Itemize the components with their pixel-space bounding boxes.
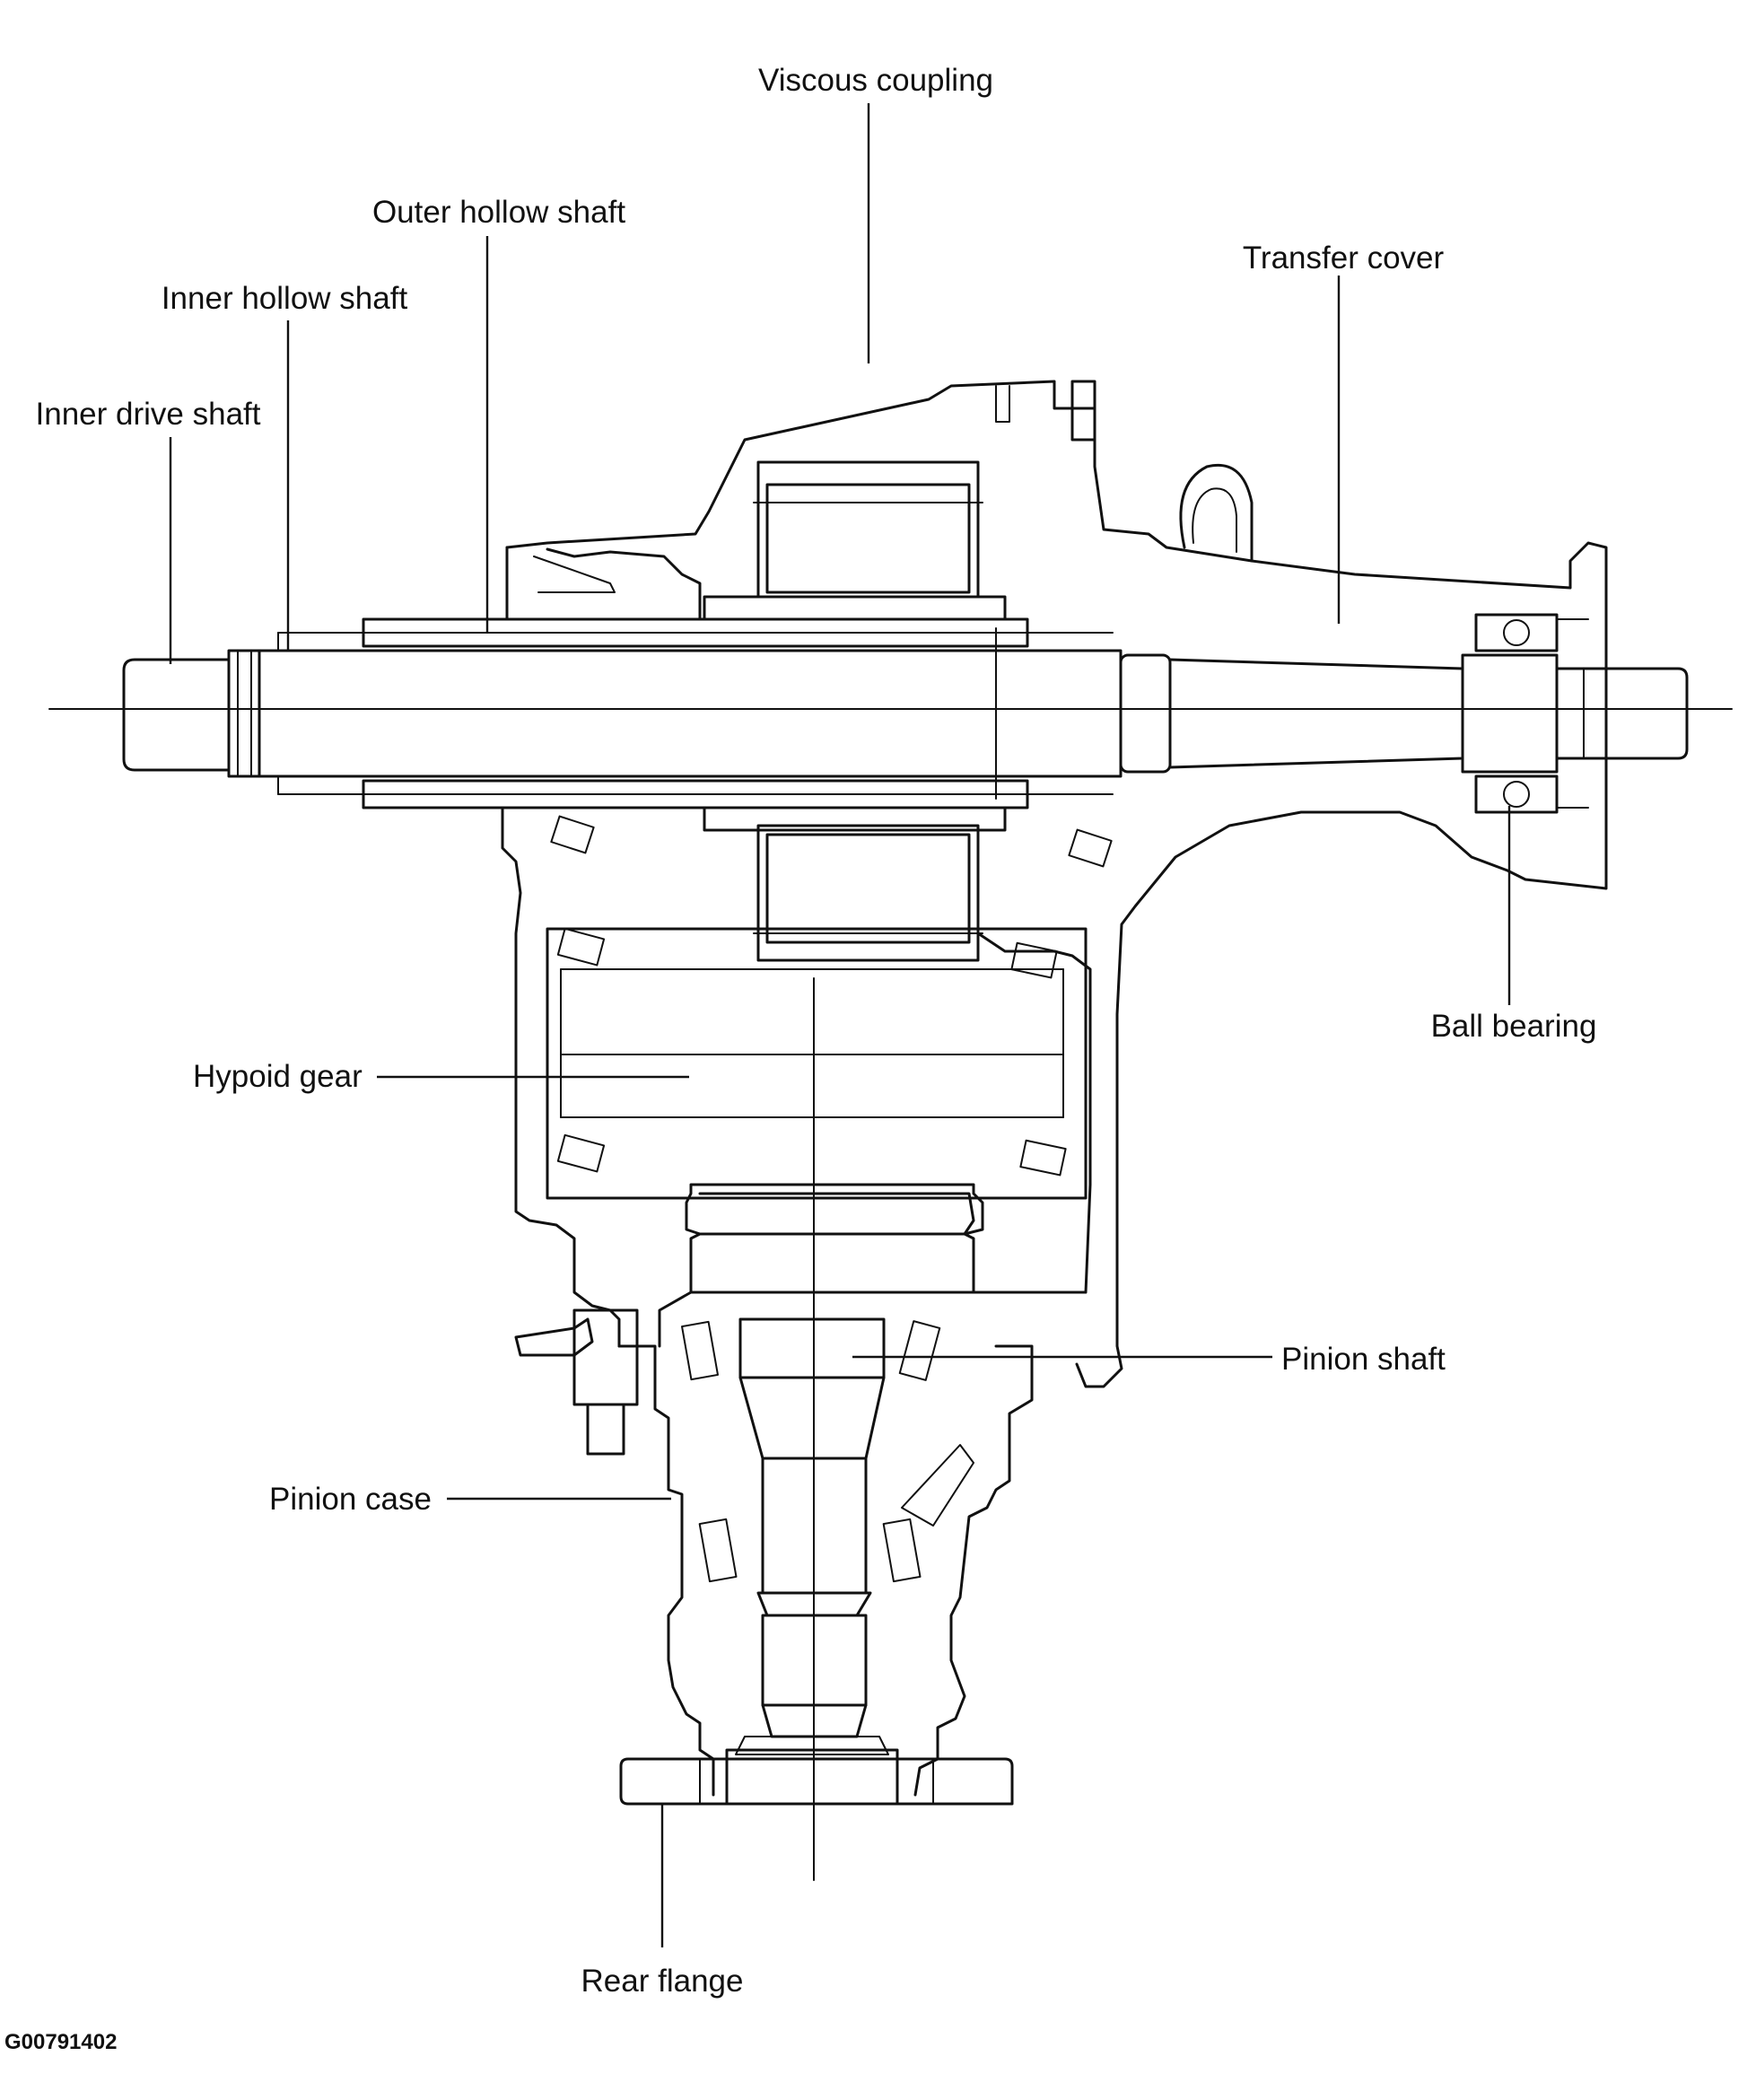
rear-flange-part (619, 1736, 1014, 1806)
label-hypoid-gear: Hypoid gear (193, 1059, 363, 1094)
label-pinion-case: Pinion case (269, 1482, 432, 1517)
label-ball-bearing: Ball bearing (1430, 1009, 1597, 1044)
left-upper-housing (505, 546, 702, 621)
output-shaft-right (1168, 653, 1689, 774)
figure-id: G00791402 (4, 2030, 118, 2054)
label-inner-drive-shaft: Inner drive shaft (35, 397, 261, 432)
inner-drive-shaft-part (122, 649, 261, 778)
label-pinion-shaft: Pinion shaft (1281, 1342, 1446, 1377)
label-viscous-coupling: Viscous coupling (757, 63, 994, 98)
label-outer-hollow-shaft: Outer hollow shaft (371, 195, 626, 230)
ball-bearing-part (1474, 613, 1589, 814)
pinion-case-part (514, 1308, 1034, 1797)
label-transfer-cover: Transfer cover (1242, 241, 1445, 276)
transfer-cover-housing (505, 380, 1608, 1388)
label-inner-hollow-shaft: Inner hollow shaft (161, 281, 408, 316)
tapered-roller-bearings (550, 815, 1113, 1583)
viscous-coupling-part (703, 460, 1007, 962)
pinion-shaft-part (738, 1317, 886, 1738)
hollow-shafts-part (258, 617, 1172, 809)
label-rear-flange: Rear flange (581, 1964, 744, 1999)
leader-lines (169, 103, 1511, 1947)
